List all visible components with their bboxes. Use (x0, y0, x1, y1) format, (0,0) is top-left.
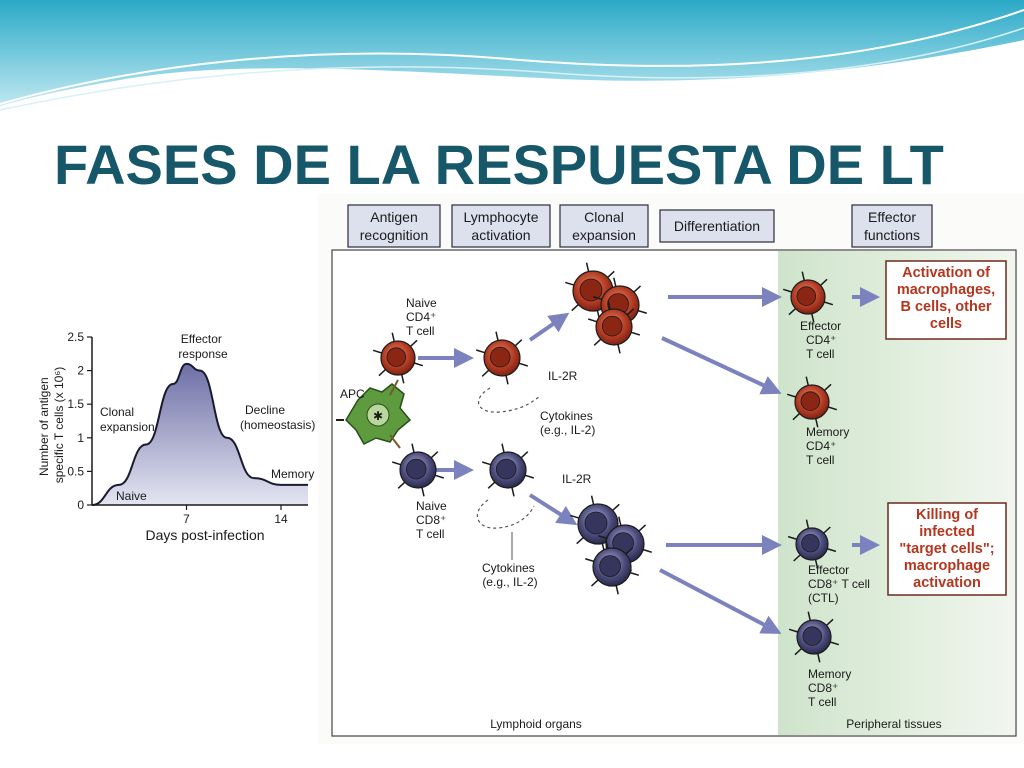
phase-effector-functions: Effector functions (851, 204, 933, 248)
svg-text:macrophages,: macrophages, (897, 282, 995, 298)
svg-text:macrophage: macrophage (904, 558, 990, 574)
y-tick-label: 1 (77, 431, 84, 445)
naive-cd8-cell (391, 443, 445, 497)
svg-text:Clonal: Clonal (584, 209, 624, 225)
memory-cd8-cell (788, 611, 840, 663)
svg-text:"target cells";: "target cells"; (899, 541, 994, 557)
memory-cd8-label: Memory CD8⁺ T cell (808, 667, 855, 709)
svg-text:activation: activation (471, 227, 530, 243)
effector-cd4-cell (782, 271, 834, 323)
svg-text:infected: infected (919, 524, 975, 540)
apc-label: APC (340, 387, 365, 401)
y-tick-label: 1.5 (67, 397, 84, 411)
region-peripheral-label: Peripheral tissues (846, 717, 941, 731)
annotation-memory: Memory (271, 467, 314, 481)
activated-cd4-cell (475, 331, 529, 385)
x-tick-label: 14 (274, 512, 288, 526)
apc-cell: ✱ (336, 379, 412, 449)
y-tick-label: 0 (77, 498, 84, 512)
svg-text:Killing of: Killing of (916, 507, 978, 523)
phase-clonal-expansion: Clonal expansion (559, 204, 649, 248)
svg-text:cells: cells (930, 316, 962, 332)
effector-cd8-cell (787, 519, 837, 569)
flow-arrows (418, 287, 880, 634)
naive-cd4-cell (372, 332, 424, 384)
region-lymphoid-label: Lymphoid organs (490, 717, 582, 731)
phase-differentiation: Differentiation (659, 209, 775, 243)
t-cell-kinetics-chart: 2.5 2 1.5 1 0.5 0 7 14 Number of antigen speci… (22, 320, 318, 548)
il2r-label-cd8: IL-2R (562, 472, 592, 486)
svg-text:Activation of: Activation of (902, 265, 990, 281)
cytokines-label-cd8: Cytokines (e.g., IL-2) (482, 561, 538, 589)
effector-cd4-label: Effector CD4⁺ T cell (800, 319, 844, 361)
memory-cd4-cell (786, 376, 838, 428)
x-ticks: 7 14 (183, 505, 288, 526)
annotation-effector-response: Effector response (178, 332, 228, 361)
cytokine-loop-cd4 (477, 387, 541, 413)
svg-text:✱: ✱ (373, 409, 383, 423)
y-tick-label: 2.5 (67, 330, 84, 344)
svg-text:activation: activation (913, 575, 981, 591)
svg-text:functions: functions (864, 227, 920, 243)
x-tick-label: 7 (183, 512, 190, 526)
cytokines-label-cd4: Cytokines (e.g., IL-2) (540, 409, 596, 437)
svg-text:Differentiation: Differentiation (674, 218, 760, 234)
y-ticks: 2.5 2 1.5 1 0.5 0 (67, 330, 92, 512)
expanding-cd4-cell-3 (587, 300, 641, 354)
y-tick-label: 2 (77, 364, 84, 378)
il2r-label-cd4: IL-2R (548, 369, 578, 383)
annotation-clonal-expansion: Clonal expansion (100, 405, 155, 434)
naive-cd4-label: Naive CD4⁺ T cell (406, 296, 440, 338)
slide-title: FASES DE LA RESPUESTA DE LT (54, 133, 944, 196)
memory-cd4-label: Memory CD4⁺ T cell (806, 425, 853, 467)
effect-box-cd4: Activation of macrophages, B cells, othe… (885, 260, 1007, 340)
svg-text:Antigen: Antigen (370, 209, 417, 225)
svg-text:Lymphocyte: Lymphocyte (464, 209, 539, 225)
svg-text:B cells, other: B cells, other (900, 299, 991, 315)
y-axis-label: Number of antigen specific T cells (x 10… (37, 367, 66, 484)
cell-count-curve (91, 362, 308, 506)
phase-lymphocyte-activation: Lymphocyte activation (451, 204, 551, 248)
y-tick-label: 0.5 (67, 464, 84, 478)
expanding-cd8-cell-1 (570, 495, 626, 553)
x-axis-label: Days post-infection (145, 527, 264, 543)
svg-text:expansion: expansion (572, 227, 636, 243)
naive-cd8-label: Naive CD8⁺ T cell (416, 499, 450, 541)
annotation-decline: Decline (homeostasis) (240, 403, 315, 432)
header-banner (0, 0, 1024, 111)
activated-cd8-cell (481, 443, 535, 497)
effector-cd8-label: Effector CD8⁺ T cell (CTL) (808, 563, 873, 605)
cell-count-area (92, 363, 308, 505)
annotation-naive: Naive (116, 489, 147, 503)
phase-antigen-recognition: Antigen recognition (347, 204, 441, 248)
t-cell-response-diagram: Antigen recognition Lymphocyte activatio… (318, 194, 1024, 744)
svg-text:Effector: Effector (868, 209, 916, 225)
expanding-cd8-cell-3 (585, 539, 639, 595)
cells-layer (372, 262, 840, 663)
effect-box-cd8: Killing of infected "target cells"; macr… (887, 502, 1007, 596)
svg-text:recognition: recognition (360, 227, 429, 243)
